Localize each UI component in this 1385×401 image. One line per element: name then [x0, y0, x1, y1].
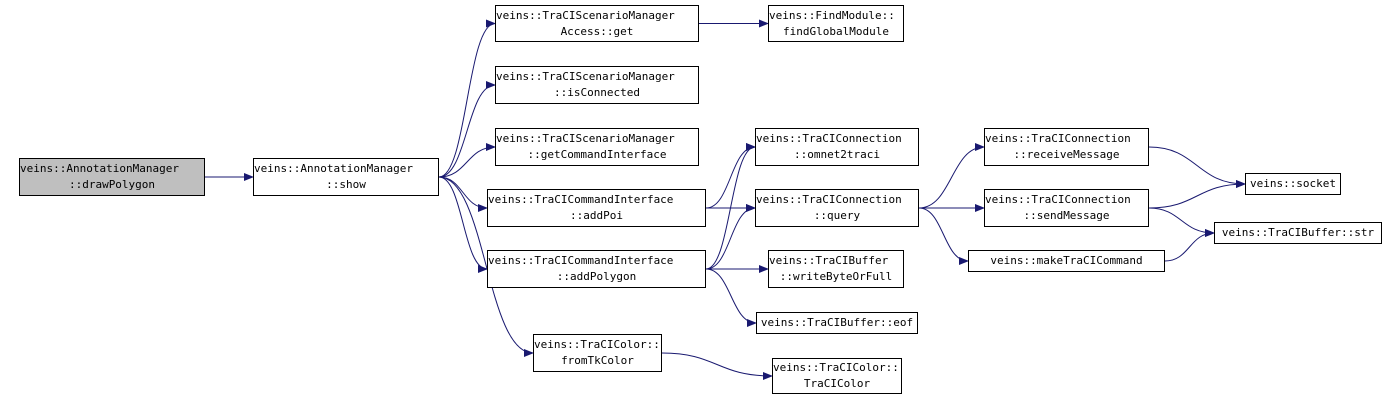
- node-traciconnection-sendmessage[interactable]: veins::TraCIConnection ::sendMessage: [984, 189, 1149, 227]
- node-label: ::sendMessage: [1023, 209, 1110, 222]
- node-label: ::drawPolygon: [68, 178, 156, 191]
- call-edge-n1-n2: [438, 19, 496, 178]
- node-label: ::addPolygon: [556, 270, 637, 283]
- node-annotationmanager-drawpolygon: veins::AnnotationManager ::drawPolygon: [19, 158, 205, 196]
- call-edge-n10-n14: [918, 143, 985, 209]
- node-label: veins::TraCIScenarioManager: [496, 132, 675, 145]
- call-edge-n6-n12: [705, 268, 757, 327]
- node-tracibuffer-eof[interactable]: veins::TraCIBuffer::eof: [756, 312, 918, 334]
- node-tracicolor-tracicolor[interactable]: veins::TraCIColor:: TraCIColor: [772, 358, 902, 394]
- call-edge-n1-n4: [438, 143, 496, 178]
- node-traciconnection-query[interactable]: veins::TraCIConnection ::query: [755, 189, 919, 227]
- node-label: veins::TraCIColor::: [773, 361, 899, 374]
- node-scenariomanager-getcommandinterface[interactable]: veins::TraCIScenarioManager ::getCommand…: [495, 128, 699, 166]
- call-edge-n7-n13: [661, 352, 773, 380]
- node-socket[interactable]: veins::socket: [1245, 173, 1341, 195]
- call-edge-n15-n17: [1148, 180, 1246, 209]
- node-label: veins::TraCIBuffer::eof: [760, 316, 914, 329]
- node-label: veins::TraCIScenarioManager: [496, 8, 675, 22]
- call-edge-n14-n17: [1148, 146, 1246, 188]
- node-label: veins::socket: [1249, 177, 1337, 190]
- node-label: veins::AnnotationManager: [20, 162, 179, 175]
- node-label: Access::get: [560, 24, 634, 38]
- node-traciconnection-receivemessage[interactable]: veins::TraCIConnection ::receiveMessage: [984, 128, 1149, 166]
- node-annotationmanager-show[interactable]: veins::AnnotationManager ::show: [253, 158, 439, 196]
- node-scenariomanager-isconnected[interactable]: veins::TraCIScenarioManager ::isConnecte…: [495, 66, 699, 104]
- node-label: veins::TraCIConnection: [985, 193, 1131, 206]
- node-commandinterface-addpolygon[interactable]: veins::TraCICommandInterface ::addPolygo…: [487, 250, 706, 288]
- node-label: veins::TraCIConnection: [985, 132, 1131, 145]
- call-edge-n1-n3: [438, 81, 496, 178]
- node-label: veins::TraCIScenarioManager: [496, 70, 675, 83]
- node-label: ::receiveMessage: [1013, 148, 1120, 161]
- call-edge-n15-n18: [1148, 207, 1215, 237]
- node-tracibuffer-writebyteorfull[interactable]: veins::TraCIBuffer ::writeByteOrFull: [768, 250, 904, 288]
- node-label: ::show: [326, 178, 366, 191]
- node-label: veins::TraCICommandInterface: [488, 193, 674, 206]
- node-tracicolor-fromtkcolor[interactable]: veins::TraCIColor:: fromTkColor: [533, 334, 662, 372]
- node-label: veins::TraCIBuffer::str: [1221, 226, 1375, 239]
- node-label: TraCIColor: [803, 377, 871, 390]
- node-label: veins::TraCIConnection: [756, 132, 902, 145]
- node-label: ::getCommandInterface: [527, 148, 667, 161]
- node-label: veins::TraCIColor::: [534, 338, 660, 351]
- node-label: veins::AnnotationManager: [254, 162, 413, 175]
- node-label: veins::FindModule::: [769, 8, 895, 22]
- node-label: ::query: [813, 209, 861, 222]
- node-label: ::isConnected: [553, 86, 641, 99]
- node-label: ::omnet2traci: [793, 148, 881, 161]
- call-edge-n1-n5: [438, 176, 488, 212]
- call-edge-n1-n7: [438, 176, 534, 357]
- node-findmodule-findglobalmodule[interactable]: veins::FindModule:: findGlobalModule: [768, 5, 904, 42]
- node-label: veins::makeTraCICommand: [990, 254, 1143, 267]
- node-label: ::writeByteOrFull: [779, 270, 893, 283]
- node-label: findGlobalModule: [783, 24, 889, 38]
- node-scenariomanageraccess-get[interactable]: veins::TraCIScenarioManager Access::get: [495, 5, 699, 42]
- node-tracibuffer-str[interactable]: veins::TraCIBuffer::str: [1214, 222, 1382, 244]
- call-edge-n1-n6: [438, 176, 488, 273]
- call-edge-n6-n9: [705, 143, 756, 270]
- node-label: veins::TraCIBuffer: [769, 254, 889, 267]
- node-label: veins::TraCIConnection: [756, 193, 902, 206]
- node-traciconnection-omnet2traci[interactable]: veins::TraCIConnection ::omnet2traci: [755, 128, 919, 166]
- node-label: veins::TraCICommandInterface: [488, 254, 674, 267]
- call-edge-n6-n10: [705, 204, 756, 270]
- node-maketracicommand[interactable]: veins::makeTraCICommand: [968, 250, 1165, 272]
- call-edge-n16-n18: [1164, 229, 1215, 262]
- node-label: ::addPoi: [570, 209, 623, 222]
- node-label: fromTkColor: [561, 354, 634, 367]
- call-edge-n10-n16: [918, 207, 969, 265]
- call-edge-n5-n9: [705, 143, 756, 209]
- node-commandinterface-addpoi[interactable]: veins::TraCICommandInterface ::addPoi: [487, 189, 706, 227]
